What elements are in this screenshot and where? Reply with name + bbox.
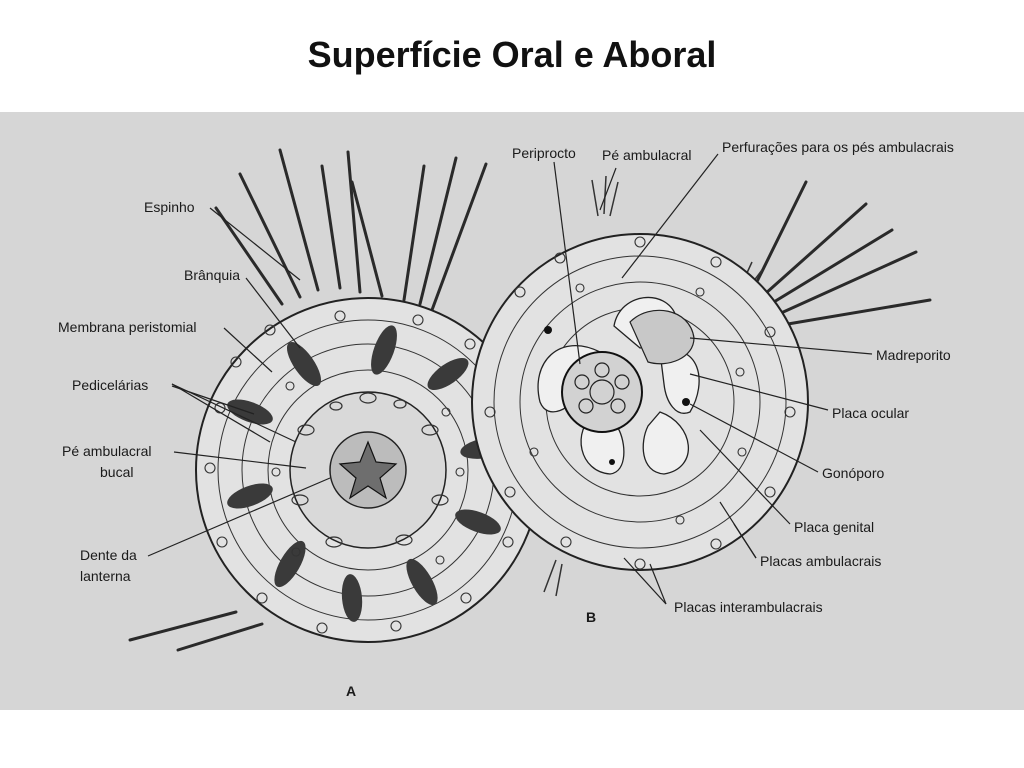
label-perfuracoes: Perfurações para os pés ambulacrais [722, 139, 954, 155]
label-membrana-peristomial: Membrana peristomial [58, 319, 197, 335]
slide-title: Superfície Oral e Aboral [307, 34, 717, 75]
label-gonoporo: Gonóporo [822, 465, 884, 481]
label-placas-interambulacrais: Placas interambulacrais [674, 599, 823, 615]
spines-a [128, 148, 488, 652]
label-espinho: Espinho [144, 199, 195, 215]
label-placa-genital: Placa genital [794, 519, 874, 535]
label-dente-da-lanterna-line1: Dente da [80, 547, 137, 563]
label-periprocto: Periprocto [512, 145, 576, 161]
label-pe-ambulacral-bucal-line1: Pé ambulacral [62, 443, 152, 459]
specimen-b-aboral-view [471, 175, 932, 597]
label-pedicelarias: Pedicelárias [72, 377, 148, 393]
label-branquia: Brânquia [184, 267, 240, 283]
label-pe-ambulacral-bucal-line2: bucal [100, 464, 133, 480]
leader-lines [147, 153, 873, 605]
panel-letter-b: B [586, 609, 596, 625]
panel-letter-a: A [346, 683, 356, 699]
label-dente-da-lanterna-line2: lanterna [80, 568, 131, 584]
lantern-teeth [338, 440, 398, 500]
label-placas-ambulacrais: Placas ambulacrais [760, 553, 881, 569]
label-placa-ocular: Placa ocular [832, 405, 909, 421]
specimen-a-oral-view [128, 148, 541, 652]
sea-urchin-figure: Espinho Brânquia Membrana peristomial Pe… [0, 112, 1024, 710]
label-madreporito: Madreporito [876, 347, 951, 363]
label-pe-ambulacral: Pé ambulacral [602, 147, 692, 163]
